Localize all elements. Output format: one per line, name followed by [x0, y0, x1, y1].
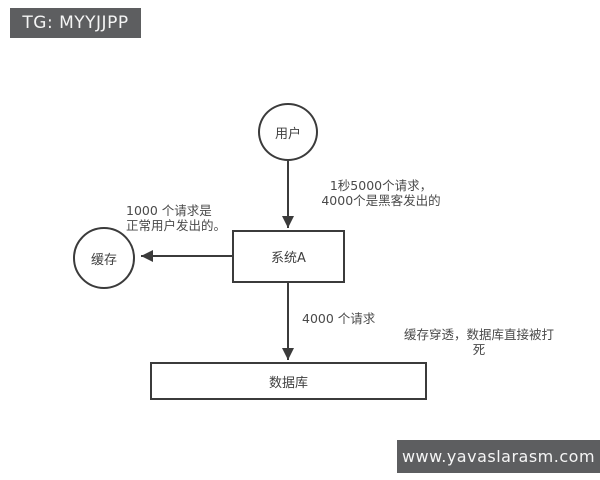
- edge-label-user-to-system: 1秒5000个请求， 4000个是黑客发出的: [300, 178, 462, 208]
- annotation-cache-penetration: 缓存穿透，数据库直接被打 死: [375, 327, 583, 357]
- node-database-label: 数据库: [268, 375, 308, 391]
- edge-label-system-to-cache: 1000 个请求是 正常用户发出的。: [126, 203, 226, 233]
- edge-label-user-to-system-line1: 1秒5000个请求，: [329, 178, 433, 193]
- edge-label-system-to-cache-line2: 正常用户发出的。: [126, 218, 227, 233]
- node-system-a: 系统A: [232, 230, 345, 283]
- edge-label-user-to-system-line2: 4000个是黑客发出的: [321, 193, 441, 208]
- tg-watermark-text: TG: MYYJJPP: [22, 13, 129, 33]
- site-watermark-badge: www.yavaslarasm.com: [397, 440, 600, 473]
- node-database: 数据库: [150, 362, 427, 400]
- node-cache: 缓存: [73, 227, 135, 289]
- node-user-label: 用户: [274, 126, 301, 142]
- annotation-cache-penetration-line1: 缓存穿透，数据库直接被打: [403, 327, 554, 342]
- node-system-a-label: 系统A: [271, 251, 306, 266]
- node-user: 用户: [258, 103, 318, 161]
- tg-watermark-badge: TG: MYYJJPP: [10, 8, 141, 38]
- site-watermark-text: www.yavaslarasm.com: [401, 447, 596, 466]
- edge-label-system-to-database: 4000 个请求: [302, 311, 375, 326]
- annotation-cache-penetration-line2: 死: [472, 342, 486, 357]
- node-cache-label: 缓存: [90, 252, 117, 268]
- edge-label-system-to-cache-line1: 1000 个请求是: [126, 203, 212, 218]
- edge-label-system-to-database-text: 4000 个请求: [302, 311, 376, 326]
